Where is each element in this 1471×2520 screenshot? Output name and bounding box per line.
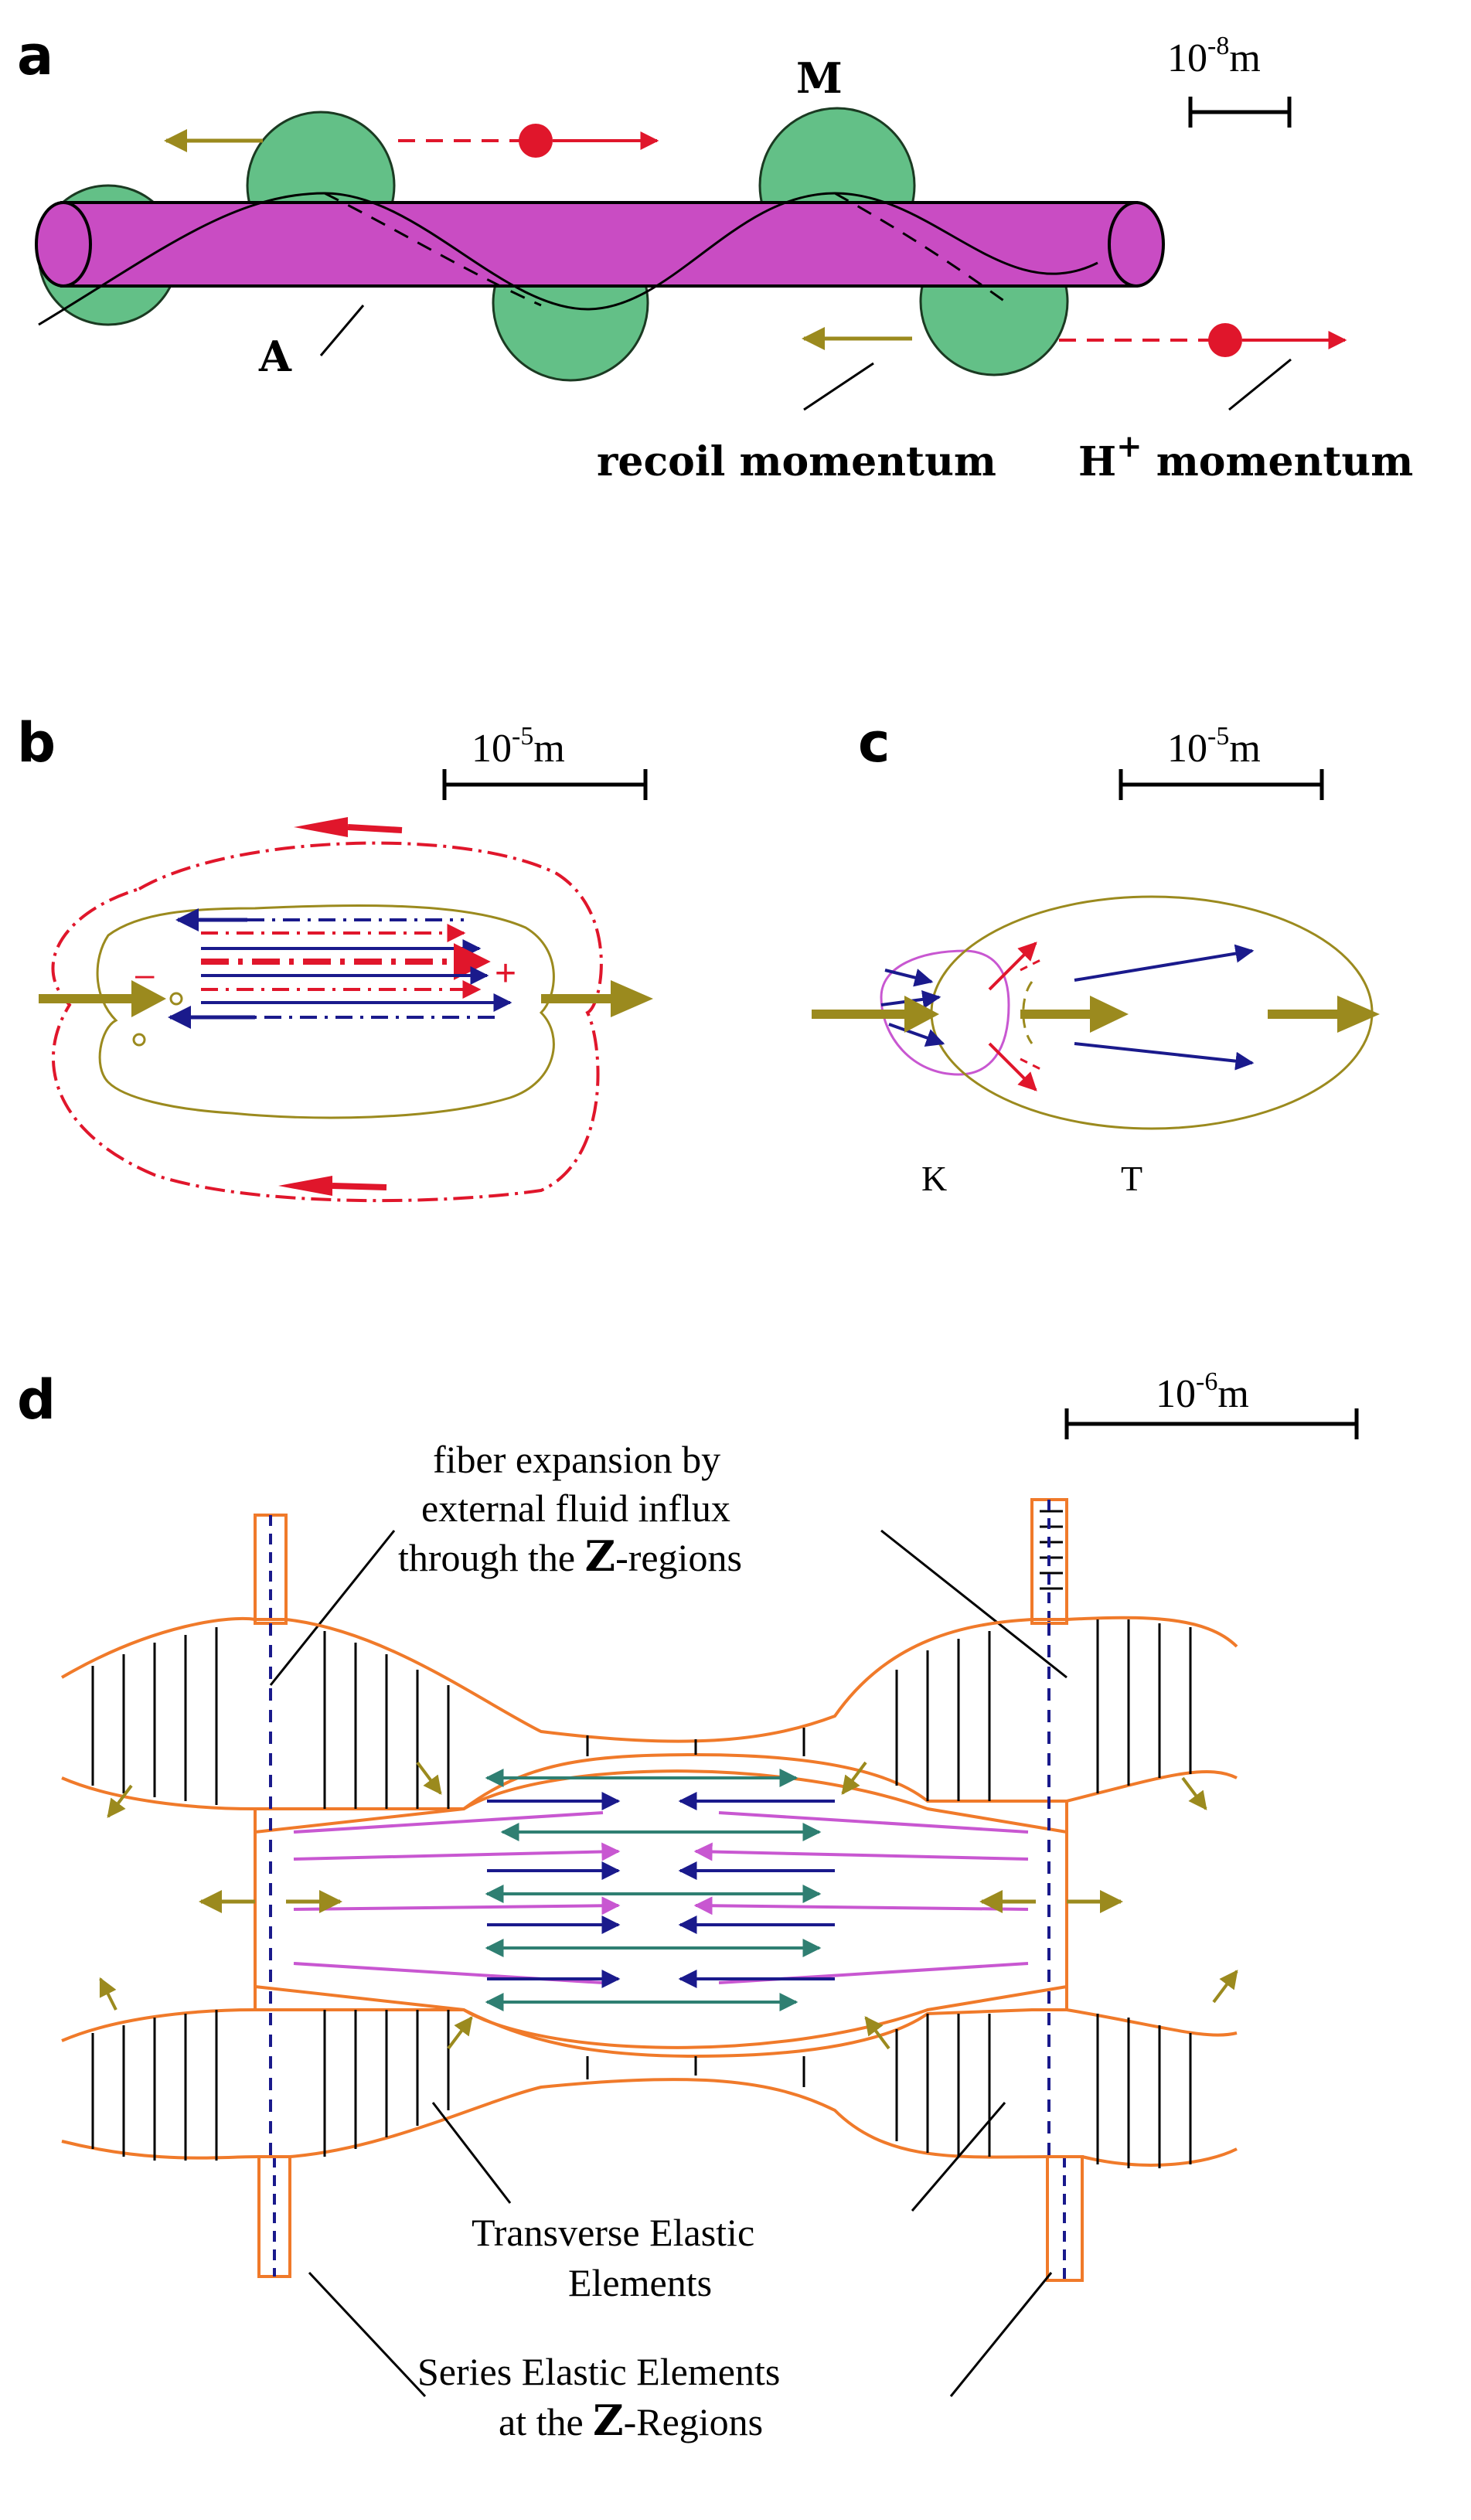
z-region-stub-bottom-right — [1046, 2155, 1084, 2282]
scale-bar-d-label: 10-6m — [1156, 1367, 1249, 1416]
actin-label: A — [258, 332, 292, 381]
lower-hatch-lines — [91, 2010, 1192, 2168]
z-region-stub-bottom-left — [257, 2155, 291, 2278]
thrust-arrow-in-c — [812, 996, 939, 1033]
z-region-stub-top-right — [1030, 1498, 1068, 1625]
upper-hatch-lines — [91, 1619, 1192, 1809]
h-plus-arrow-bottom — [1059, 323, 1347, 357]
panel-c: c 10-5m — [812, 711, 1380, 1198]
panel-letter-a: a — [17, 24, 53, 87]
fiber-expansion-label-line3: through the Z-regions — [398, 1531, 742, 1581]
panel-b: b 10-5m – + — [17, 711, 653, 1203]
myosin-label: M — [796, 53, 843, 103]
outer-flow-loop — [51, 841, 603, 1203]
outer-flow-arrowhead-bottom — [278, 1176, 332, 1196]
transverse-label-line2: Elements — [568, 2261, 712, 2304]
scale-bar-a-label: 10-8m — [1167, 32, 1261, 80]
scale-bar-d: 10-6m — [1064, 1367, 1359, 1439]
cell-envelope-b — [96, 904, 555, 1119]
lower-transverse-band — [61, 2008, 1238, 2167]
thrust-arrow-out-b — [541, 980, 653, 1017]
series-label-line1: Series Elastic Elements — [417, 2350, 780, 2393]
fiber-expansion-label-line1: fiber expansion by — [433, 1438, 720, 1481]
k-cell — [880, 949, 1010, 1076]
thrust-arrow-out-c — [1268, 996, 1380, 1033]
scale-bar-c: 10-5m — [1119, 722, 1324, 800]
scale-bar-b-label: 10-5m — [472, 722, 565, 771]
series-label-line2: at the Z-Regions — [499, 2396, 763, 2445]
k-label: K — [921, 1159, 947, 1198]
transverse-label-line1: Transverse Elastic — [472, 2211, 754, 2254]
d-olive-arrows — [99, 1761, 1238, 2050]
panel-letter-c: c — [858, 711, 890, 775]
panel-letter-d: d — [17, 1368, 56, 1432]
panel-d: d 10-6m fiber expansion by external flui… — [17, 1367, 1359, 2445]
panel-a: a 10-8m — [17, 24, 1413, 485]
scale-bar-c-label: 10-5m — [1167, 722, 1261, 771]
h-plus-arrow-top — [398, 124, 659, 158]
upper-transverse-band — [60, 1616, 1238, 1810]
t-label: T — [1121, 1159, 1142, 1198]
internal-flow-lines — [168, 908, 512, 1029]
scale-bar-a: 10-8m — [1167, 32, 1292, 128]
fiber-expansion-label-line2: external fluid influx — [421, 1486, 730, 1530]
recoil-momentum-label: recoil momentum — [597, 438, 996, 485]
scale-bar-b: 10-5m — [442, 722, 648, 800]
actin-filament — [35, 192, 1165, 326]
sarcomere-filaments — [293, 1769, 1029, 2011]
plus-sign: + — [495, 953, 516, 994]
outer-flow-arrowhead-top — [294, 817, 348, 837]
thrust-arrow-in-b — [39, 980, 166, 1017]
panel-letter-b: b — [17, 711, 56, 775]
sarcomere-outline — [254, 1769, 1068, 2049]
h-plus-momentum-label: H+ momentum — [1078, 428, 1413, 485]
z-region-stub-top-left — [254, 1514, 288, 1625]
thrust-arrow-mid-c — [1020, 996, 1129, 1033]
